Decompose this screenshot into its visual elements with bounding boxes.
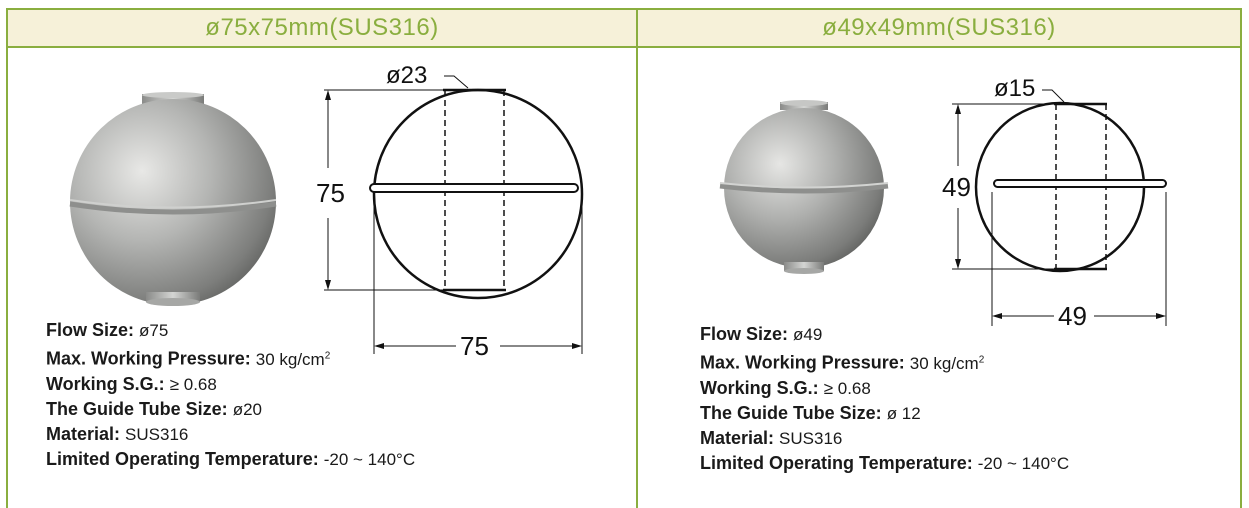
spec-working-sg: Working S.G.: ≥ 0.68: [700, 377, 871, 398]
header-row: ø75x75mm(SUS316) ø49x49mm(SUS316): [6, 8, 1242, 48]
spec-guide-tube-size: The Guide Tube Size: ø20: [46, 398, 262, 419]
center-divider: [636, 48, 638, 508]
drawing-tube-label: ø15: [994, 76, 1035, 102]
spec-guide-tube-size: The Guide Tube Size: ø 12: [700, 402, 921, 423]
header-right-title: ø49x49mm(SUS316): [822, 14, 1056, 41]
spec-operating-temperature: Limited Operating Temperature: -20 ~ 140…: [700, 452, 1070, 473]
spec-material: Material: SUS316: [46, 423, 189, 444]
right-panel: ø15 49 49 Flow Size: ø49 Max. Working Pr…: [638, 48, 1242, 508]
right-border: [1240, 48, 1242, 508]
spec-material: Material: SUS316: [700, 427, 843, 448]
float-ball-photo-small: [719, 100, 889, 274]
left-border: [6, 48, 8, 508]
spec-flow-size: Flow Size: ø49: [700, 324, 823, 344]
spec-max-working-pressure: Max. Working Pressure: 30 kg/cm2: [700, 352, 985, 373]
float-ball-drawing-large: ø23 75 75: [316, 62, 584, 358]
drawing-width-label: 49: [1058, 301, 1087, 331]
drawing-width-label: 75: [460, 331, 489, 358]
float-ball-drawing-small: ø15 49 49: [942, 76, 1167, 331]
float-ball-photo-large: [69, 92, 277, 306]
right-spec-list: Flow Size: ø49 Max. Working Pressure: 30…: [700, 322, 1069, 476]
spec-working-sg: Working S.G.: ≥ 0.68: [46, 373, 217, 394]
left-panel: ø23 75 75 Flow Size: ø75 Max. Working Pr…: [8, 48, 636, 508]
left-spec-list: Flow Size: ø75 Max. Working Pressure: 30…: [46, 318, 415, 472]
drawing-height-label: 49: [942, 172, 971, 202]
header-left-title: ø75x75mm(SUS316): [8, 10, 638, 46]
drawing-tube-label: ø23: [386, 62, 427, 89]
spec-operating-temperature: Limited Operating Temperature: -20 ~ 140…: [46, 448, 416, 469]
spec-max-working-pressure: Max. Working Pressure: 30 kg/cm2: [46, 348, 331, 369]
spec-flow-size: Flow Size: ø75: [46, 320, 169, 340]
drawing-height-label: 75: [316, 178, 345, 208]
